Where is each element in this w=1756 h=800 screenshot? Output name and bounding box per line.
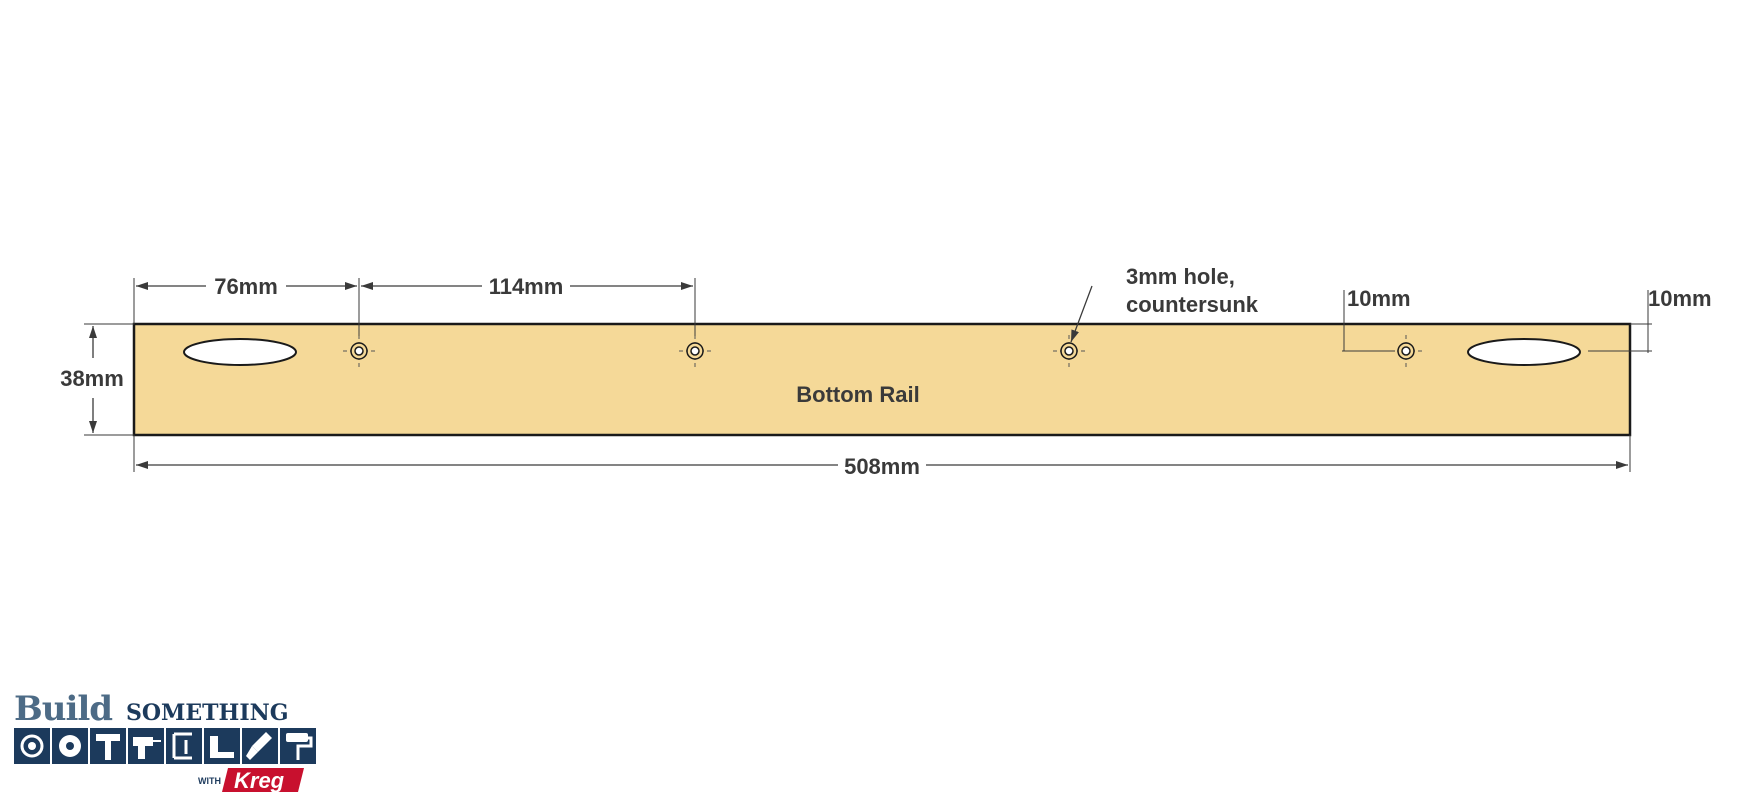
logo-with-text: WITH: [198, 776, 221, 786]
logo-icon-strip: [14, 728, 316, 764]
dimension-label-10mm-x: 10mm: [1347, 286, 1411, 311]
pocket-hole-right: [1467, 338, 1581, 366]
dimension-label-38mm: 38mm: [60, 366, 124, 391]
countersunk-hole-2: [679, 335, 711, 367]
drill-icon: [128, 728, 164, 764]
logo-something-text: SOMETHING: [126, 700, 289, 726]
pocket-hole-left: [183, 338, 297, 366]
part-name-label: Bottom Rail: [796, 382, 919, 407]
buildsomething-kreg-logo: Build SOMETHING: [14, 689, 316, 793]
paintbrush-icon: [242, 728, 278, 764]
dimension-label-10mm-y: 10mm: [1648, 286, 1712, 311]
ring-saw-icon: [14, 728, 50, 764]
kreg-badge: [222, 768, 304, 792]
saw-blade-icon: [52, 728, 88, 764]
countersunk-hole-1: [343, 335, 375, 367]
callout-line-2: countersunk: [1126, 292, 1259, 317]
paint-roller-icon: [280, 728, 316, 764]
dimension-label-508mm: 508mm: [844, 454, 920, 479]
countersunk-hole-3: [1053, 335, 1085, 367]
hammer-icon: [90, 728, 126, 764]
logo-build-text: Build: [14, 689, 112, 729]
bottom-rail-board: [132, 322, 1632, 437]
square-icon: [204, 728, 240, 764]
clamp-icon: [166, 728, 202, 764]
logo-kreg-text: Kreg: [234, 768, 285, 793]
countersunk-hole-4: [1390, 335, 1422, 367]
callout-leader-line: [1070, 285, 1093, 343]
dimension-label-76mm: 76mm: [214, 274, 278, 299]
dimension-label-114mm: 114mm: [489, 274, 564, 299]
callout-line-1: 3mm hole,: [1126, 264, 1235, 289]
